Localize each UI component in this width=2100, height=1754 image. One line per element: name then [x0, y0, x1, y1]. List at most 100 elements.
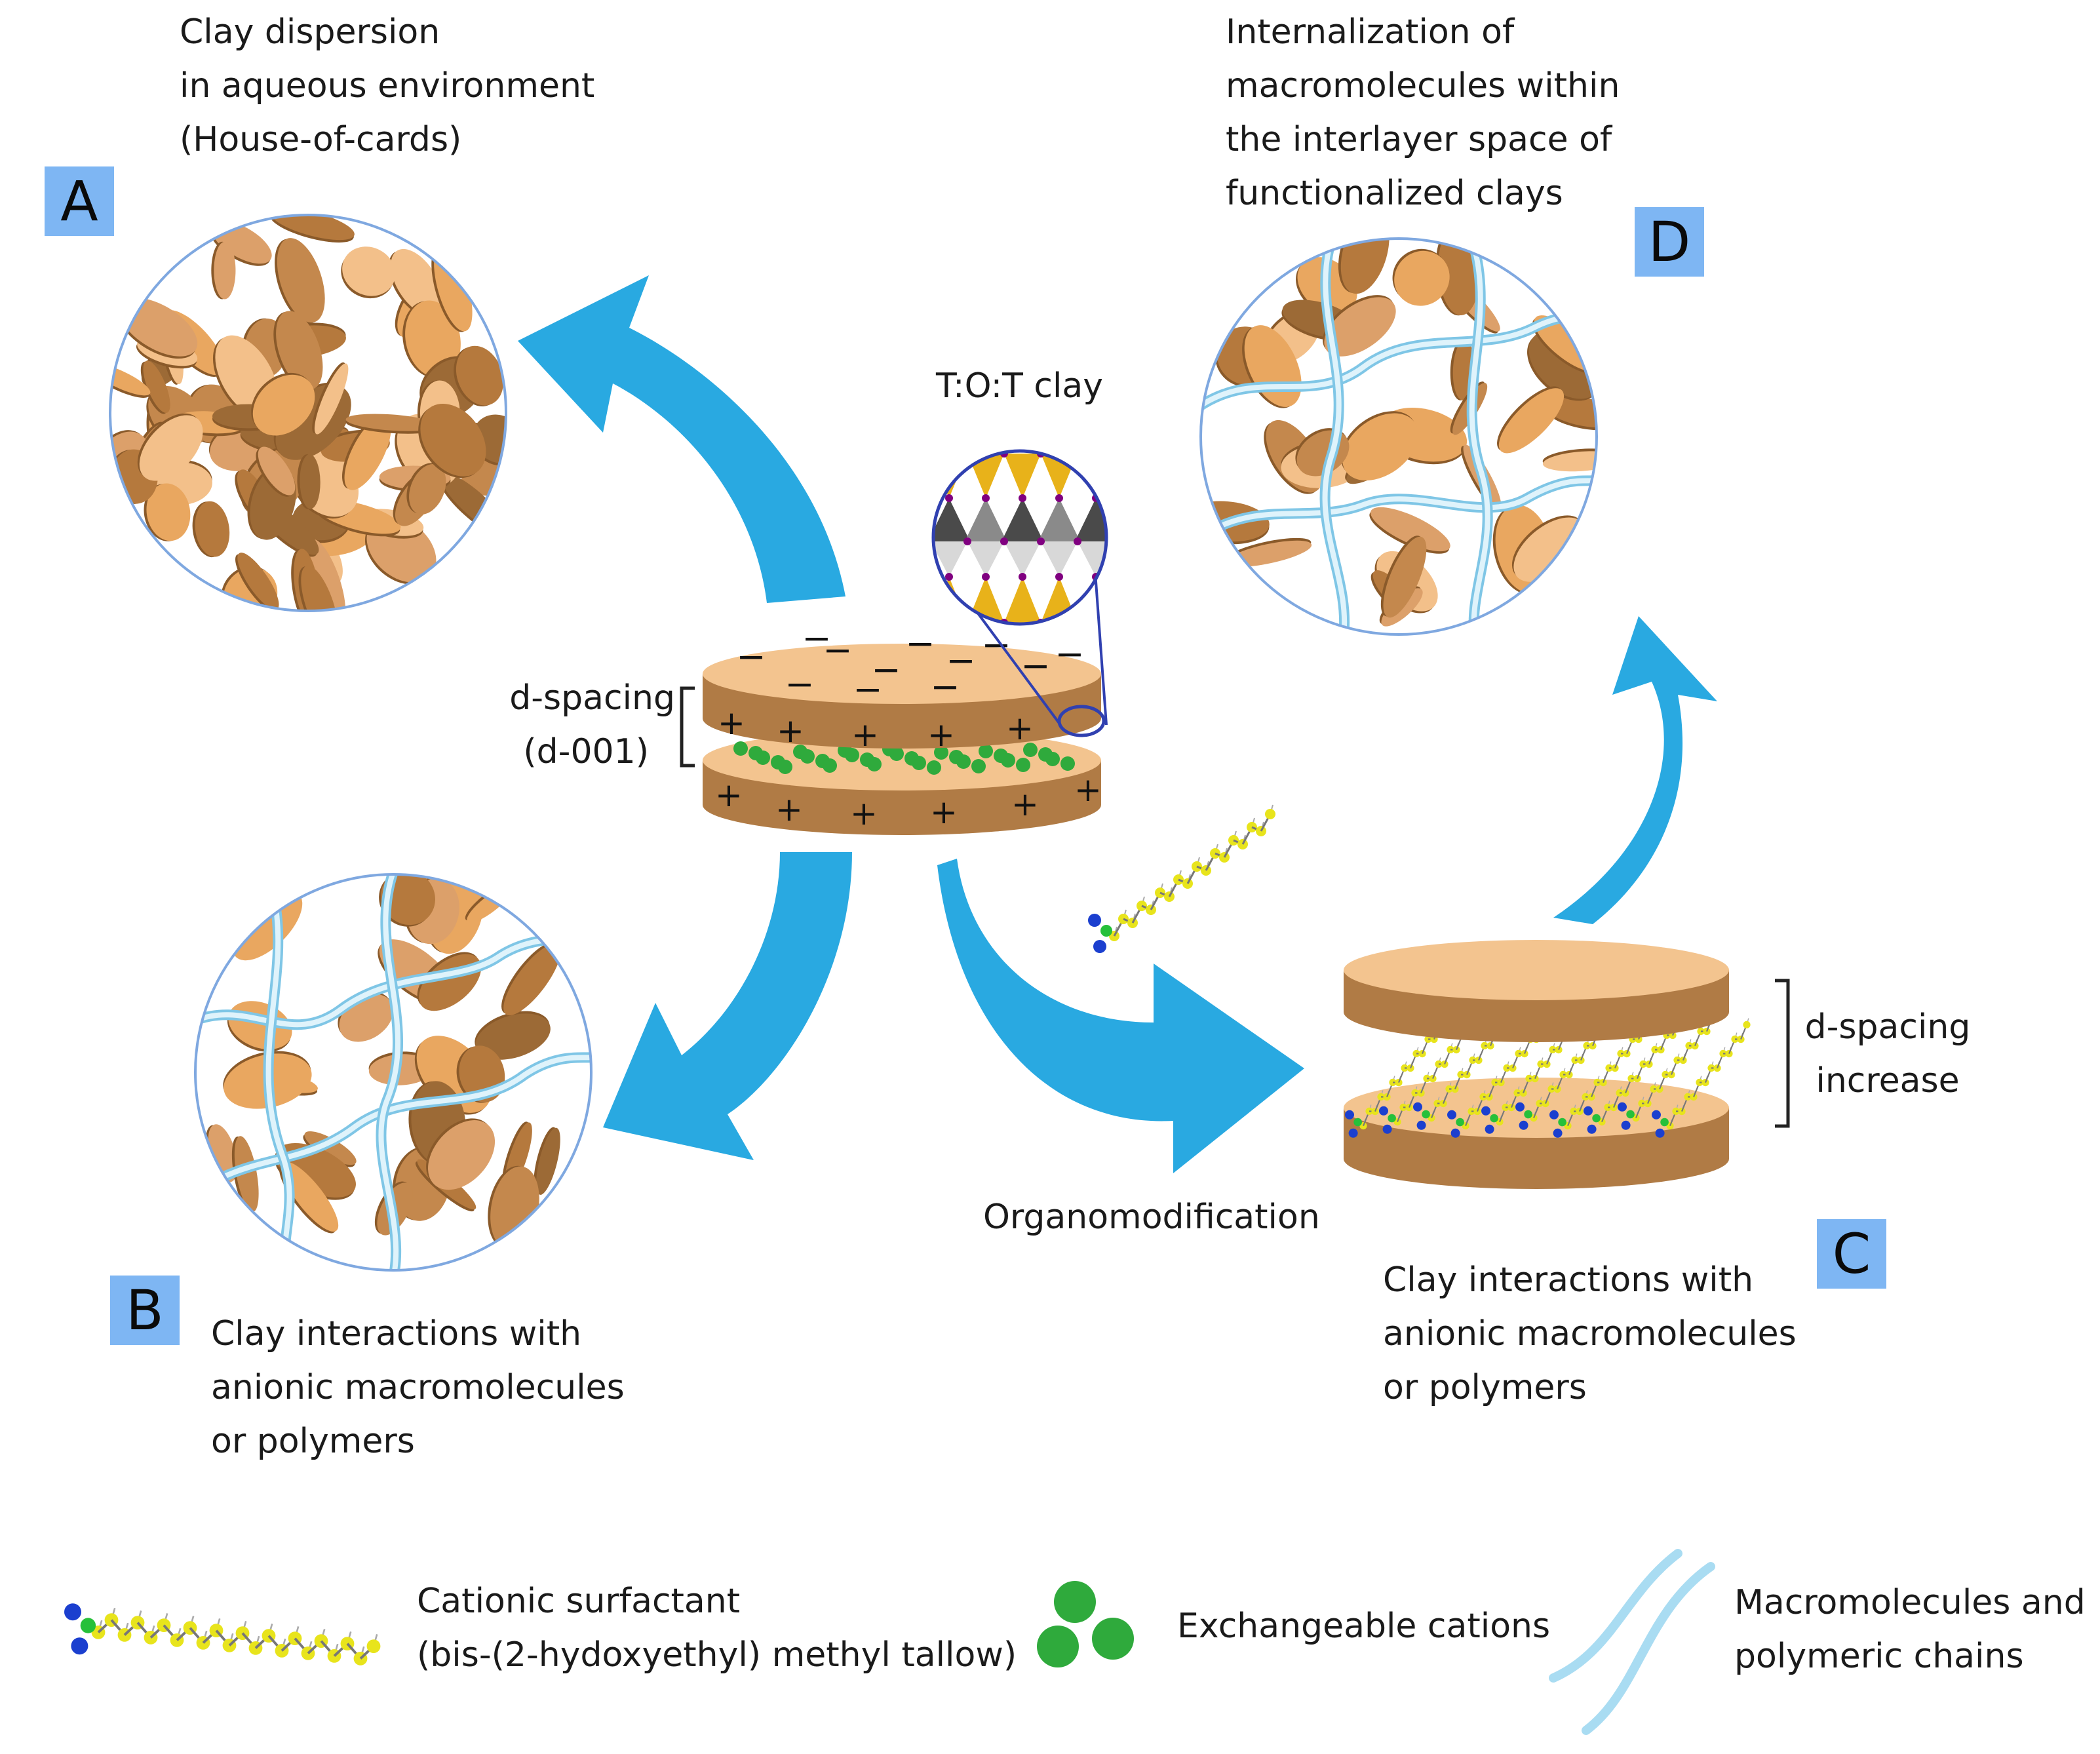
oxygen-atom [1000, 537, 1008, 545]
oxygen-atom [1019, 573, 1026, 581]
oxygen-atom [933, 451, 935, 458]
negative-charge: − [1021, 645, 1050, 686]
positive-charge: + [1011, 785, 1039, 823]
oxygen-atom [982, 573, 990, 581]
clay-platelet [1511, 515, 1586, 582]
caption-line: polymeric chains [1734, 1637, 2024, 1676]
oxygen-atom [963, 619, 971, 624]
exchangeable-cation [845, 748, 859, 762]
oxygen-atom [1110, 450, 1118, 458]
positive-charge: + [777, 712, 804, 750]
clay-platelet [298, 565, 338, 611]
octahedral-sheet [1041, 541, 1078, 577]
caption-line: functionalized clays [1226, 174, 1563, 213]
negative-charge: − [785, 663, 814, 705]
clay-platelet [341, 414, 391, 490]
positive-charge: + [930, 793, 958, 831]
tetrahedral-sheet [967, 454, 1004, 498]
oxygen-atom [1587, 1124, 1597, 1134]
exchangeable-cation [800, 749, 815, 764]
exchangeable-cation [912, 756, 926, 770]
caption-line: (bis-(2-hydoxyethyl) methyl tallow) [417, 1635, 1017, 1675]
negative-charge: − [871, 649, 901, 690]
clay-platelet [475, 1011, 551, 1060]
positive-charge: + [715, 776, 743, 814]
nitrogen-center [1422, 1110, 1430, 1119]
caption-line: d-spacing [509, 678, 675, 718]
oxygen-atom [1618, 1102, 1627, 1112]
positive-charge: + [1074, 771, 1102, 809]
organoclay-stack [1344, 940, 1790, 1189]
process-arrow [937, 859, 1304, 1173]
clay-platelet [273, 311, 323, 391]
nitrogen-center [1388, 1114, 1396, 1123]
exchangeable-cation [778, 760, 792, 774]
negative-charge: − [736, 636, 766, 677]
negative-charge: − [802, 617, 831, 659]
clay-platelet [1323, 295, 1396, 357]
oxygen-atom [945, 494, 953, 502]
octahedral-sheet [1038, 498, 1080, 541]
exchangeable-cation [889, 747, 904, 761]
tetrahedral-sheet [1114, 454, 1151, 498]
positive-charge: + [1006, 709, 1034, 747]
panel-c-tag: C [1817, 1219, 1886, 1289]
exchangeable-cation [979, 744, 993, 758]
tetrahedral-sheet [1114, 577, 1151, 623]
nitrogen-center [80, 1618, 96, 1633]
exchangeable-cation [867, 757, 882, 771]
oxygen-atom [1110, 537, 1118, 545]
oxygen-atom [71, 1637, 88, 1655]
clay-platelet [341, 246, 396, 299]
clay-platelet [137, 413, 203, 481]
organomodification-label: Organomodification [983, 1198, 1320, 1237]
exchangeable-cation [927, 760, 941, 775]
panel-b-tag: B [110, 1276, 180, 1345]
oxygen-atom [1413, 1102, 1422, 1112]
positive-charge: + [850, 794, 878, 832]
caption-line: increase [1816, 1061, 1960, 1101]
positive-charge: + [775, 790, 803, 828]
clay-platelet [1340, 411, 1418, 481]
oxygen-atom [64, 1603, 81, 1621]
clay-platelet [454, 345, 504, 406]
oxygen-atom [1655, 1128, 1665, 1138]
negative-charge: − [930, 666, 960, 707]
panel-a-circle [109, 214, 507, 612]
caption-line: anionic macromolecules [211, 1368, 625, 1407]
clay-platelet [251, 372, 315, 436]
clay-platelet [297, 454, 321, 509]
exchangeable-cation [971, 759, 986, 773]
clay-platelet [235, 553, 279, 611]
caption-line: anionic macromolecules [1383, 1314, 1797, 1354]
clay-platelet [256, 446, 296, 497]
nitrogen-center [1353, 1118, 1362, 1127]
clay-platelet [501, 942, 561, 1016]
oxygen-atom [1074, 451, 1081, 458]
oxygen-atom [1055, 573, 1063, 581]
caption-line: or polymers [1383, 1368, 1587, 1407]
oxygen-atom [1345, 1110, 1354, 1120]
tetrahedral-sheet [1004, 454, 1041, 498]
nitrogen-center [1490, 1114, 1498, 1123]
clay-platelet [1338, 239, 1390, 294]
nitrogen-center [1660, 1118, 1669, 1127]
oxygen-atom [982, 494, 990, 502]
exchangeable-cation [1016, 758, 1030, 772]
exchangeable-cation [1045, 752, 1060, 766]
clay-platelet [1542, 448, 1597, 472]
nitrogen-center [1456, 1118, 1464, 1127]
clay-platelet [1545, 397, 1597, 431]
clay-platelet [534, 1127, 560, 1195]
clay-platelet [231, 1136, 259, 1213]
negative-charge: − [1055, 633, 1084, 674]
oxygen-atom [1129, 573, 1137, 581]
octahedral-sheet [965, 498, 1007, 541]
oxygen-atom [1481, 1106, 1490, 1116]
dspacing-label: d-spacing (d-001) [485, 671, 675, 779]
clay-platelet [303, 1131, 357, 1167]
caption-line: Cationic surfactant [417, 1582, 741, 1621]
clay-platelet [144, 483, 191, 541]
process-arrow [1553, 616, 1717, 924]
oxygen-atom [1088, 914, 1101, 927]
